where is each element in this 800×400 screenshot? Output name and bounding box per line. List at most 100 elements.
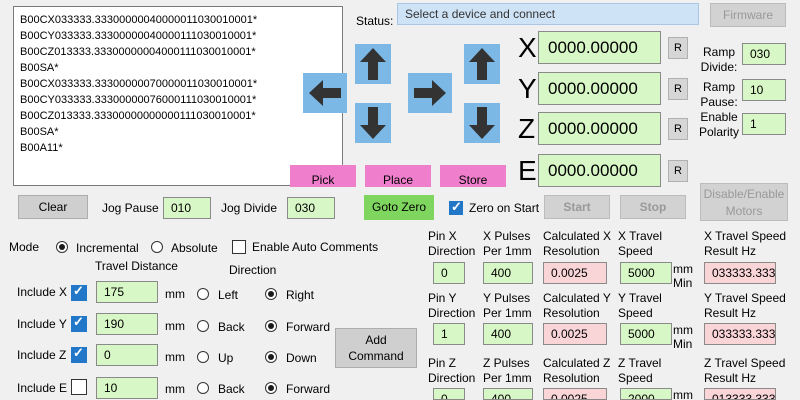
unit-label: mm	[165, 382, 185, 396]
jog-up-button[interactable]	[355, 44, 391, 84]
ramp-pause-label: Ramp Pause:	[700, 80, 738, 109]
jog-pause-label: Jog Pause	[102, 201, 159, 215]
z-speed-hz-value: 013333.333	[704, 388, 776, 400]
zero-on-start-checkbox[interactable]	[449, 199, 463, 215]
jog-down-button[interactable]	[355, 103, 391, 143]
log-line: B00SA*	[20, 126, 59, 138]
pin-z-input[interactable]: 0	[433, 388, 465, 400]
travel-e-input[interactable]: 10	[96, 377, 158, 399]
travel-z-input[interactable]: 0	[96, 344, 158, 366]
speed-unit-label: mm Min	[673, 262, 693, 290]
pin-x-input[interactable]: 0	[433, 262, 465, 284]
axis-y-letter: Y	[518, 73, 537, 104]
axis-z-letter: Z	[518, 113, 536, 144]
pin-y-input[interactable]: 1	[433, 323, 465, 345]
unit-label: mm	[165, 319, 185, 333]
include-x-checkbox[interactable]	[71, 283, 87, 301]
dir-e-forward-radio[interactable]	[265, 382, 277, 394]
log-line: B00CY033333.33300000040000111030010001*	[20, 30, 257, 42]
dir-left-label: Left	[218, 288, 239, 302]
jog-e-up-button[interactable]	[464, 44, 500, 84]
incremental-radio[interactable]	[56, 241, 68, 253]
include-y-label: Include Y	[17, 317, 67, 331]
include-z-checkbox[interactable]	[71, 345, 87, 363]
axis-e-letter: E	[518, 155, 537, 186]
z-pulses-label: Z Pulses Per 1mm	[483, 356, 532, 385]
travel-distance-header: Travel Distance	[95, 259, 178, 273]
unit-label: mm	[165, 287, 185, 301]
jog-divide-input[interactable]: 030	[287, 197, 335, 219]
jog-right-button[interactable]	[408, 73, 452, 113]
add-command-button[interactable]: Add Command	[335, 328, 417, 368]
ramp-divide-input[interactable]: 030	[742, 43, 786, 65]
travel-y-input[interactable]: 190	[96, 313, 158, 335]
y-speed-hz-label: Y Travel Speed Result Hz	[704, 291, 786, 320]
z-speed-label: Z Travel Speed	[618, 356, 662, 385]
status-label: Status:	[356, 14, 394, 28]
clear-button[interactable]: Clear	[18, 195, 88, 219]
reset-x-button[interactable]: R	[668, 37, 688, 59]
ramp-pause-input[interactable]: 10	[742, 79, 786, 101]
polarity-input[interactable]: 1	[742, 113, 786, 135]
auto-comments-label: Enable Auto Comments	[252, 240, 379, 254]
start-button[interactable]: Start	[544, 195, 610, 219]
disable-motors-button[interactable]: Disable/Enable Motors	[700, 183, 788, 221]
dir-forward-radio[interactable]	[265, 320, 277, 332]
dir-right-label: Right	[286, 288, 315, 302]
dir-back-radio[interactable]	[197, 320, 209, 332]
dir-right-radio[interactable]	[265, 288, 277, 300]
direction-header: Direction	[229, 263, 277, 277]
x-pulses-label: X Pulses Per 1mm	[483, 229, 532, 258]
y-pulses-input[interactable]: 400	[483, 323, 533, 345]
dir-left-radio[interactable]	[197, 288, 209, 300]
dir-e-back-radio[interactable]	[197, 382, 209, 394]
x-speed-hz-value: 033333.333	[704, 262, 776, 284]
arrow-up-icon	[469, 48, 495, 80]
arrow-right-icon	[414, 80, 446, 106]
goto-zero-button[interactable]: Goto Zero	[364, 195, 434, 220]
y-pulses-label: Y Pulses Per 1mm	[483, 291, 532, 320]
jog-divide-label: Jog Divide	[221, 201, 278, 215]
pin-y-direction-label: Pin Y Direction	[428, 291, 476, 320]
arrow-left-icon	[309, 80, 341, 106]
pick-button[interactable]: Pick	[290, 165, 356, 187]
stop-button[interactable]: Stop	[620, 195, 686, 219]
dir-forward-label: Forward	[286, 320, 331, 334]
incremental-label: Incremental	[76, 241, 139, 255]
reset-z-button[interactable]: R	[668, 118, 688, 140]
z-speed-hz-label: Z Travel Speed Result Hz	[704, 356, 786, 385]
x-speed-hz-label: X Travel Speed Result Hz	[704, 229, 787, 258]
speed-unit-label: mm Min	[673, 323, 693, 351]
include-y-checkbox[interactable]	[71, 314, 87, 332]
z-speed-input[interactable]: 2000	[620, 388, 672, 400]
z-pulses-input[interactable]: 400	[483, 388, 533, 400]
place-button[interactable]: Place	[365, 165, 431, 187]
log-line: B00CY033333.33300000076000111030010001*	[20, 94, 257, 106]
x-pulses-input[interactable]: 400	[483, 262, 533, 284]
travel-x-input[interactable]: 175	[96, 281, 158, 303]
auto-comments-checkbox[interactable]	[232, 240, 246, 254]
include-e-checkbox[interactable]	[71, 379, 87, 395]
store-button[interactable]: Store	[440, 165, 506, 187]
dir-up-radio[interactable]	[197, 351, 209, 363]
absolute-radio[interactable]	[151, 241, 163, 253]
pin-z-direction-label: Pin Z Direction	[428, 356, 476, 385]
reset-e-button[interactable]: R	[668, 160, 688, 182]
include-z-label: Include Z	[17, 348, 67, 362]
axis-x-letter: X	[518, 32, 537, 63]
x-speed-input[interactable]: 5000	[620, 262, 672, 284]
x-resolution-value: 0.0025	[543, 262, 607, 284]
speed-unit-label: mm Min	[673, 388, 693, 400]
y-speed-label: Y Travel Speed	[618, 291, 662, 320]
firmware-button[interactable]: Firmware	[710, 3, 786, 27]
jog-e-down-button[interactable]	[464, 103, 500, 143]
dir-down-radio[interactable]	[265, 351, 277, 363]
log-line: B00CZ013333.33300000004000111030010001*	[20, 46, 256, 58]
reset-y-button[interactable]: R	[668, 78, 688, 100]
arrow-down-icon	[469, 107, 495, 139]
command-log[interactable]: B00CX033333.33300000040000011030010001* …	[13, 6, 343, 186]
y-speed-input[interactable]: 5000	[620, 323, 672, 345]
jog-pause-input[interactable]: 010	[163, 197, 211, 219]
jog-left-button[interactable]	[303, 73, 347, 113]
polarity-label: Enable Polarity	[698, 110, 739, 139]
